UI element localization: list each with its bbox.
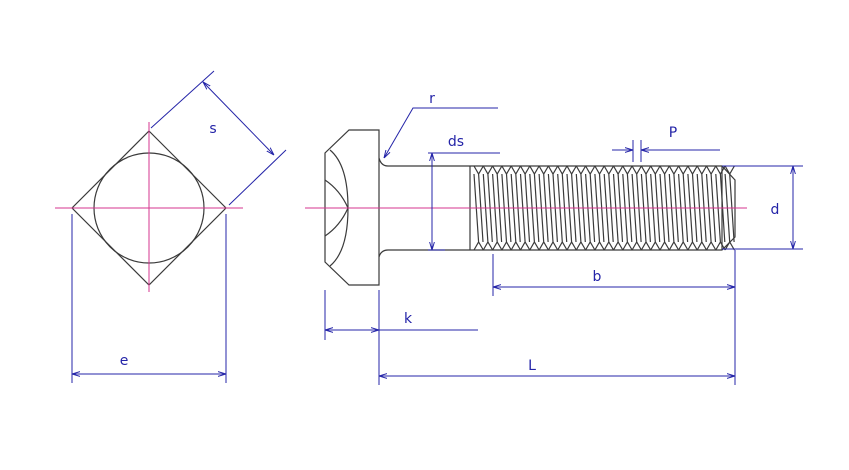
thread-flank xyxy=(538,165,549,251)
thread-flank xyxy=(659,165,670,251)
label-e: e xyxy=(120,353,129,369)
thread-flank xyxy=(650,165,661,251)
thread-flank xyxy=(585,165,596,251)
thread-flank xyxy=(715,165,726,251)
thread-flank xyxy=(687,165,698,251)
thread-flank xyxy=(603,165,615,251)
label-l: L xyxy=(528,358,536,374)
thread-flank xyxy=(594,165,605,251)
label-p: P xyxy=(669,125,677,141)
thread-flank xyxy=(575,165,587,251)
dimension-p: P xyxy=(612,125,720,162)
thread-flank xyxy=(612,165,624,251)
label-d: d xyxy=(771,202,780,218)
thread-flank xyxy=(566,165,577,251)
thread-flank xyxy=(492,165,503,251)
dimension-b: b xyxy=(492,250,736,385)
dimension-r: r xyxy=(384,91,498,158)
label-r: r xyxy=(429,91,435,107)
shank xyxy=(378,157,470,258)
thread-flank xyxy=(640,165,652,251)
thread-flank xyxy=(705,165,717,251)
bolt-side-view xyxy=(305,129,747,286)
dimension-ds: ds xyxy=(428,134,500,251)
label-ds: ds xyxy=(448,134,464,150)
label-b: b xyxy=(593,269,602,285)
dimension-l: L xyxy=(379,358,735,376)
thread-flank xyxy=(482,165,494,251)
head-end-view xyxy=(55,122,243,292)
dimension-d: d xyxy=(722,165,803,250)
thread-flank xyxy=(529,165,540,251)
dimension-k: k xyxy=(324,290,478,385)
label-s: s xyxy=(209,121,216,137)
thread-flank xyxy=(696,165,708,251)
label-k: k xyxy=(404,311,413,327)
thread-flank xyxy=(631,165,642,251)
thread-flank xyxy=(501,165,512,251)
dimension-s: s xyxy=(150,70,287,206)
dimension-e: e xyxy=(71,214,227,383)
thread-flank xyxy=(557,165,568,251)
thread-flank xyxy=(622,165,633,251)
thread-flank xyxy=(547,165,559,251)
thread-flank xyxy=(678,165,689,251)
thread-flank xyxy=(668,165,680,251)
thread-flank xyxy=(473,165,484,251)
thread-section xyxy=(469,165,736,251)
thread-flank xyxy=(724,165,735,251)
thread-flank xyxy=(510,165,522,251)
thread-flank xyxy=(519,165,531,251)
bolt-head xyxy=(324,129,380,286)
